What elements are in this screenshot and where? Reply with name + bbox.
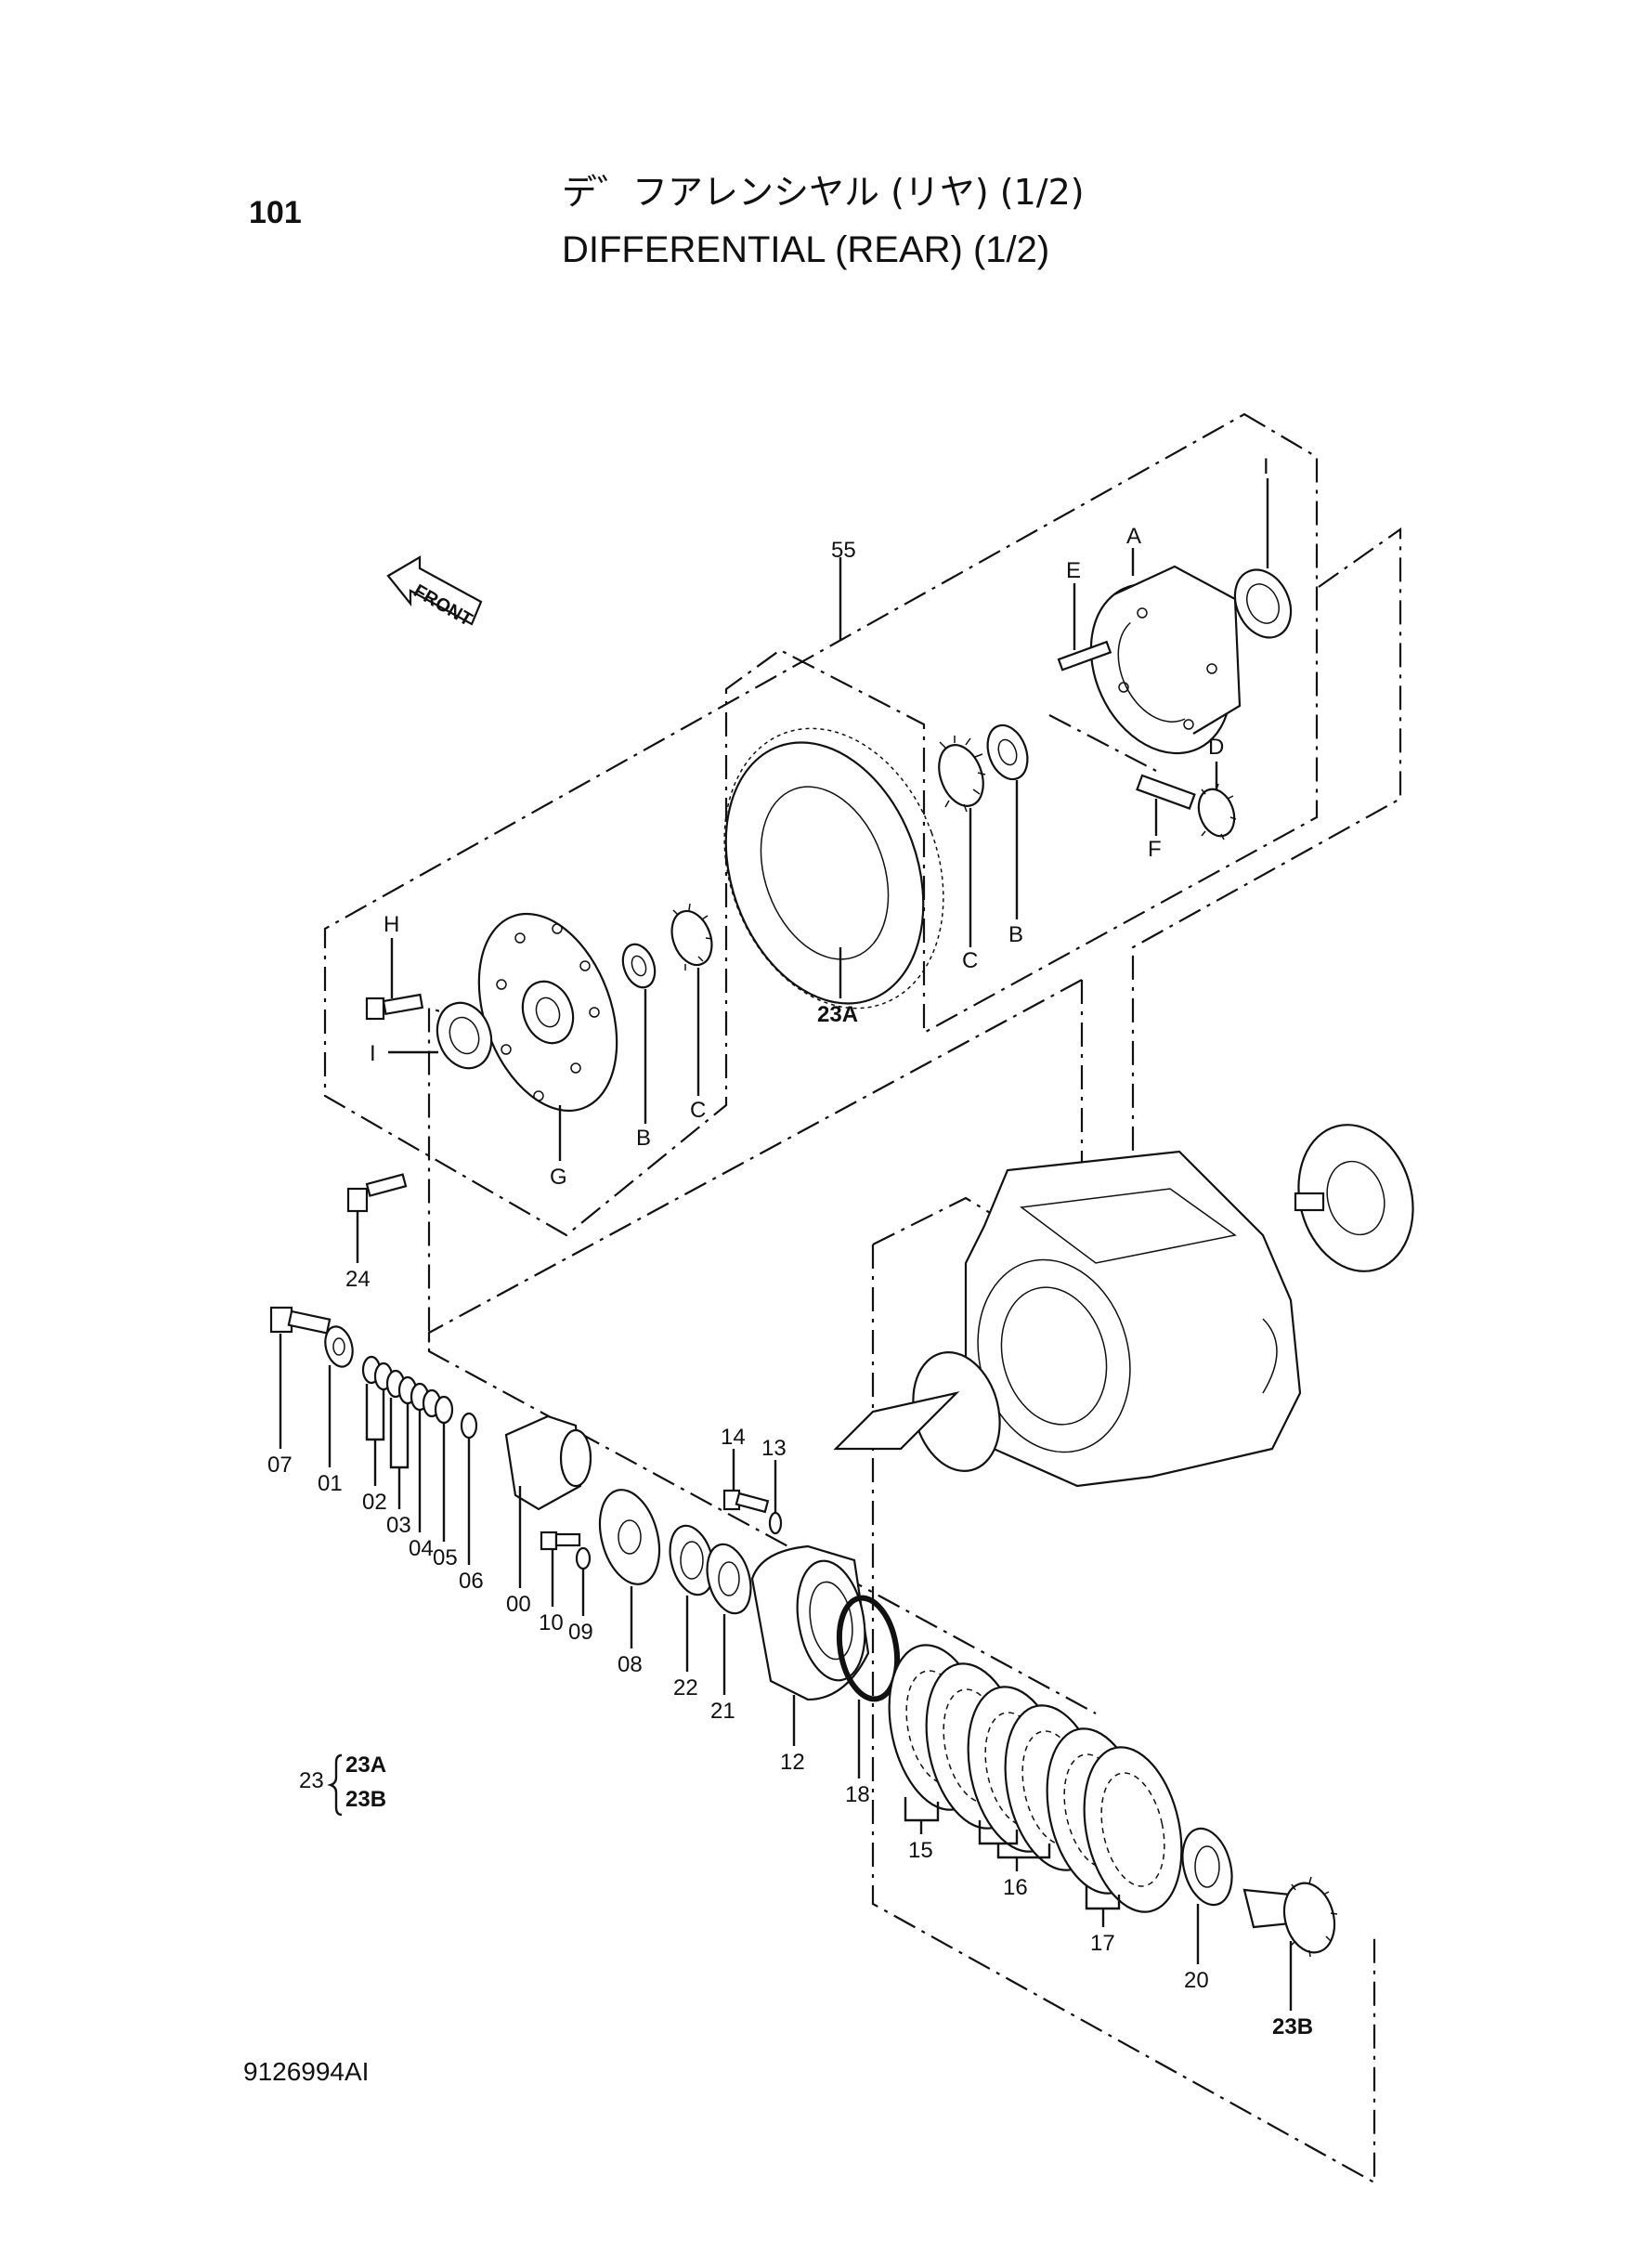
housing-flange-left: [833, 1351, 1001, 1472]
callout-16: 16: [1003, 1875, 1028, 1900]
seal-I-left: [436, 1001, 493, 1070]
washer-B-left: [621, 943, 657, 989]
bolt-07: [269, 1306, 332, 1335]
shims-02-05: [361, 1355, 478, 1440]
side-gear-D: [1197, 783, 1237, 840]
callout-55: 55: [831, 538, 856, 563]
callout-23B: 23B: [1272, 2014, 1313, 2039]
callout-08: 08: [618, 1652, 643, 1677]
plate-08: [598, 1489, 661, 1585]
callout-05: 05: [433, 1545, 458, 1570]
callout-I-top: I: [1263, 454, 1269, 479]
ring-13: [768, 1511, 783, 1535]
housing-flange-right: [1294, 1124, 1414, 1272]
callout-C-right: C: [962, 948, 978, 973]
connection-line-case: [1048, 714, 1157, 772]
callout-21: 21: [710, 1699, 735, 1724]
piston-housing-12: [750, 1544, 870, 1701]
legend-item-23A: 23A: [345, 1752, 386, 1778]
callout-24: 24: [345, 1267, 371, 1292]
axle-housing: [964, 1150, 1302, 1488]
bolt-H: [365, 993, 424, 1021]
callout-H: H: [384, 912, 399, 937]
callout-F: F: [1148, 837, 1162, 862]
bracket-02: [365, 1384, 385, 1441]
legend-group-number: 23: [299, 1768, 324, 1793]
callout-00: 00: [506, 1592, 531, 1617]
differential-case-A: [1089, 565, 1242, 755]
callout-22: 22: [673, 1675, 698, 1700]
connection-line-housing: [871, 1244, 1376, 2184]
legend-23: 23 23A 23B: [299, 1752, 386, 1817]
bolt-10: [540, 1531, 581, 1551]
bracket-03: [389, 1398, 410, 1469]
callout-09: 09: [568, 1620, 593, 1645]
pin-E: [1057, 640, 1112, 671]
callout-01: 01: [318, 1471, 343, 1496]
clutch-discs: [888, 1644, 1183, 1913]
callout-17: 17: [1090, 1931, 1115, 1956]
ring-gear-23A: [723, 727, 944, 1010]
pinion-gear-C-right: [938, 736, 986, 813]
lockwasher-09: [575, 1546, 592, 1570]
shaft-F: [1136, 774, 1196, 810]
case-flange-G: [477, 912, 618, 1113]
callout-03: 03: [386, 1513, 411, 1538]
callout-15: 15: [908, 1838, 933, 1863]
pinion-shaft-23B: [1242, 1876, 1338, 1958]
page-number: 101: [249, 195, 302, 230]
callout-06: 06: [459, 1569, 484, 1594]
o-ring-18: [836, 1595, 901, 1702]
legend-item-23B: 23B: [345, 1787, 386, 1812]
bracket-16b: [996, 1844, 1051, 1859]
callout-18: 18: [845, 1782, 870, 1807]
callout-C-left: C: [690, 1098, 706, 1123]
title-english: DIFFERENTIAL (REAR) (1/2): [562, 229, 1049, 270]
connection-line-gear-left: [427, 979, 1083, 1351]
washer-B-right: [986, 723, 1029, 781]
bearing-21: [706, 1543, 752, 1615]
title-japanese: デ゛フアレンシヤル (リヤ) (1/2): [562, 172, 1085, 213]
callout-B-right: B: [1008, 922, 1023, 947]
callout-20: 20: [1184, 1968, 1209, 1993]
front-arrow-icon: FRONT: [386, 555, 483, 631]
callout-D: D: [1208, 735, 1224, 760]
callout-G: G: [550, 1165, 567, 1190]
bolt-14: [722, 1489, 770, 1514]
bearing-20: [1181, 1827, 1233, 1907]
washer-01: [324, 1325, 354, 1368]
callout-10: 10: [539, 1610, 564, 1635]
callout-07: 07: [267, 1453, 293, 1478]
callout-E: E: [1066, 558, 1081, 583]
bolt-24: [346, 1173, 408, 1213]
callout-12: 12: [780, 1750, 805, 1775]
connection-line-right: [1131, 527, 1402, 1300]
callout-23A: 23A: [817, 1002, 858, 1027]
coupling-00: [504, 1414, 592, 1511]
legend-brace: [327, 1753, 343, 1817]
seal-I-top: [1233, 568, 1293, 639]
drawing-number: 9126994AI: [243, 2057, 369, 2086]
callout-A: A: [1126, 524, 1141, 549]
callout-04: 04: [409, 1536, 434, 1561]
callout-14: 14: [721, 1425, 746, 1450]
callout-02: 02: [362, 1490, 387, 1515]
callout-13: 13: [761, 1436, 787, 1461]
callout-I-left: I: [370, 1041, 376, 1066]
pinion-gear-C-left: [670, 903, 713, 971]
assembly-55-boundary: [323, 412, 1319, 1237]
callout-B-left: B: [636, 1126, 651, 1151]
